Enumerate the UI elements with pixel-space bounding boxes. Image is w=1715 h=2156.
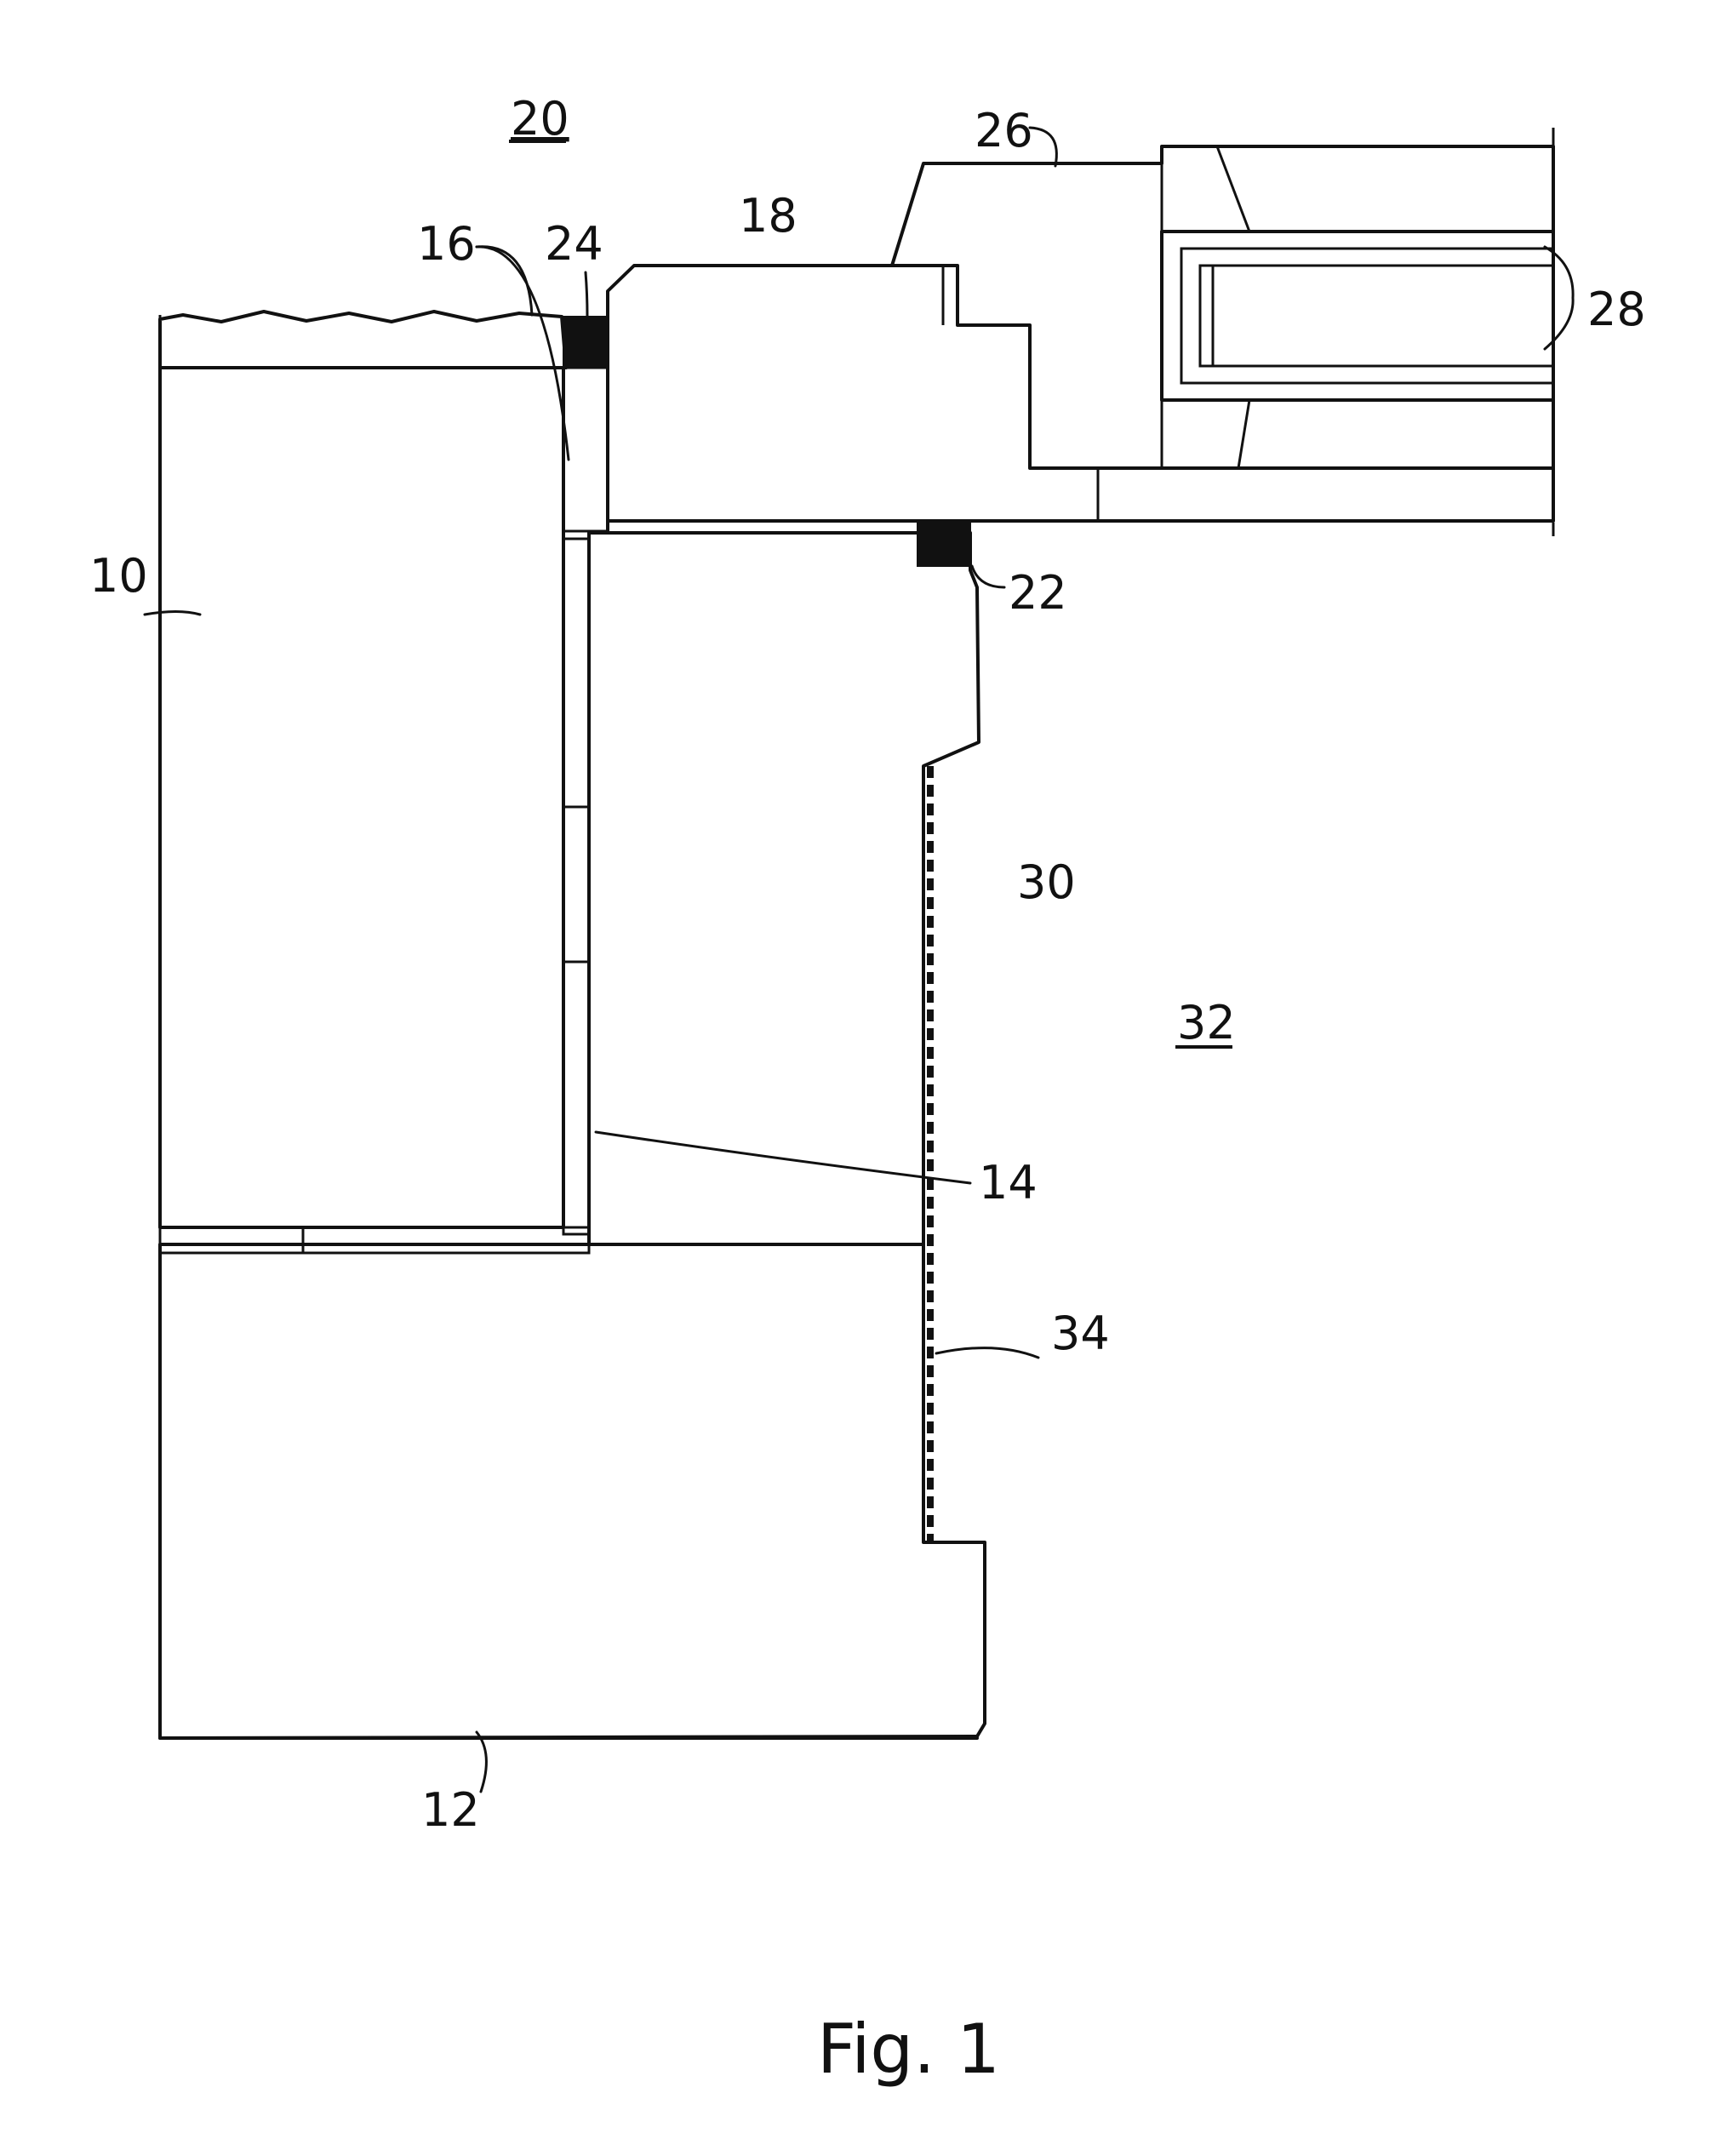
insulation-strip-upper — [563, 539, 589, 807]
figure-caption: Fig. 1 — [817, 2010, 1000, 2089]
insulation-block-upper — [589, 533, 979, 1244]
leader-14 — [596, 1132, 970, 1183]
label-10: 10 — [89, 549, 148, 603]
filler-under-seal — [563, 368, 608, 531]
glazing-pane — [1200, 266, 1553, 366]
base-gap — [160, 1227, 303, 1253]
label-20: 20 — [511, 92, 569, 146]
label-14: 14 — [979, 1156, 1038, 1210]
foundation-block — [160, 1244, 985, 1738]
glazing-outer — [1162, 232, 1553, 400]
label-18: 18 — [739, 189, 797, 243]
leader-24 — [586, 272, 587, 317]
sash-bevel-bottom — [1238, 400, 1249, 468]
label-24: 24 — [545, 217, 603, 271]
leader-28 — [1545, 247, 1573, 349]
screed-layer — [160, 312, 566, 368]
masonry-wall — [160, 368, 563, 1227]
label-22: 22 — [1009, 566, 1067, 620]
label-30: 30 — [1017, 855, 1076, 909]
leader-34 — [936, 1348, 1038, 1358]
seal-24 — [563, 317, 608, 368]
label-12: 12 — [421, 1783, 480, 1837]
seal-22 — [918, 521, 970, 566]
label-34: 34 — [1051, 1307, 1110, 1360]
leader-26 — [1030, 128, 1056, 166]
horizontal-insulation-strip — [303, 1227, 589, 1253]
label-32: 32 — [1177, 996, 1236, 1049]
label-28: 28 — [1587, 283, 1646, 336]
window-sash — [892, 146, 1553, 468]
insulation-strip-gap — [563, 807, 589, 962]
label-26: 26 — [975, 104, 1033, 157]
label-16: 16 — [417, 217, 476, 271]
insulation-strip-lower — [563, 962, 589, 1234]
sash-bevel-top — [1217, 146, 1249, 232]
leader-16b — [477, 247, 569, 460]
leader-10 — [145, 612, 200, 615]
glazing-inner — [1181, 249, 1553, 383]
